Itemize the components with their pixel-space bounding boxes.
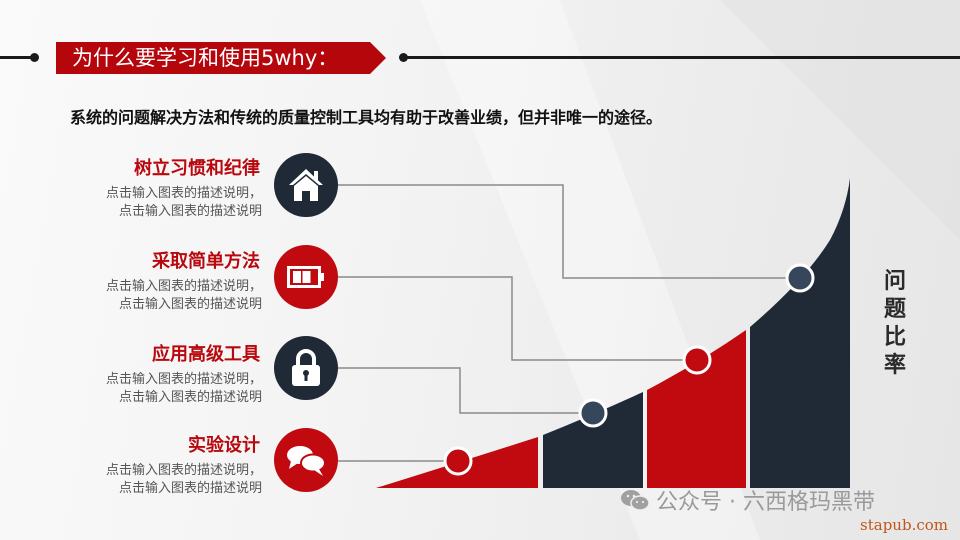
item-desc-3-line-1: 点击输入图表的描述说明，: [105, 372, 262, 387]
axis-label-char-3: 比: [883, 325, 906, 350]
item-desc-2-line-1: 点击输入图表的描述说明，: [105, 279, 262, 294]
item-icon-circle-2: [274, 245, 338, 309]
chart-segment-3: [647, 330, 746, 488]
chart-segment-4: [750, 178, 850, 488]
chart-dot-1: [443, 446, 473, 476]
subtitle: 系统的问题解决方法和传统的质量控制工具均有助于改善业绩，但并非唯一的途径。: [70, 108, 663, 127]
chart-dot-2: [578, 398, 608, 428]
title-left-rule: [0, 56, 36, 59]
chat-bubbles-icon: [287, 446, 326, 476]
watermark-text: 公众号 · 六西格玛黑带: [656, 490, 875, 515]
connector-line-2: [338, 276, 697, 361]
page-title: 为什么要学习和使用5why：: [56, 42, 386, 74]
item-title-3: 应用高级工具: [152, 344, 260, 365]
item-desc-1-line-1: 点击输入图表的描述说明，: [105, 186, 262, 201]
item-desc-4-line-1: 点击输入图表的描述说明，: [105, 463, 262, 478]
item-desc-3-line-2: 点击输入图表的描述说明: [118, 390, 262, 405]
item-desc-2-line-2: 点击输入图表的描述说明: [118, 297, 262, 312]
axis-label-char-2: 题: [883, 297, 906, 322]
wechat-icon: [621, 490, 650, 511]
item-desc-4-line-2: 点击输入图表的描述说明: [118, 481, 262, 496]
chart-axis-label: 问 题 比 率: [880, 268, 910, 380]
connector-line-3: [338, 367, 593, 414]
item-desc-1: 点击输入图表的描述说明， 点击输入图表的描述说明: [106, 185, 262, 221]
chart-segment-1: [376, 437, 538, 488]
chart-segment-2: [543, 392, 643, 488]
site-watermark: stapub.com: [860, 516, 948, 534]
home-icon: [289, 169, 323, 201]
title-right-rule: [404, 56, 960, 59]
axis-label-char-1: 问: [883, 269, 906, 294]
connector-line-1: [338, 184, 800, 279]
item-icon-circle-1: [274, 153, 338, 217]
title-right-dot: [399, 53, 408, 62]
title-left-dot: [30, 53, 39, 62]
lock-icon: [292, 349, 320, 386]
watermark: 公众号 · 六西格玛黑带: [620, 484, 875, 516]
axis-label-char-4: 率: [883, 353, 906, 378]
item-desc-1-line-2: 点击输入图表的描述说明: [118, 204, 262, 219]
chart-dot-4: [785, 263, 815, 293]
item-icon-circle-4: [274, 428, 338, 492]
item-title-2: 采取简单方法: [152, 251, 260, 272]
item-title-1: 树立习惯和纪律: [134, 158, 260, 179]
item-icon-circle-3: [274, 336, 338, 400]
item-desc-2: 点击输入图表的描述说明， 点击输入图表的描述说明: [106, 278, 262, 314]
item-desc-4: 点击输入图表的描述说明， 点击输入图表的描述说明: [106, 462, 262, 498]
battery-icon: [287, 266, 324, 288]
item-desc-3: 点击输入图表的描述说明， 点击输入图表的描述说明: [106, 371, 262, 407]
item-title-4: 实验设计: [188, 435, 260, 456]
chart-dot-3: [682, 345, 712, 375]
